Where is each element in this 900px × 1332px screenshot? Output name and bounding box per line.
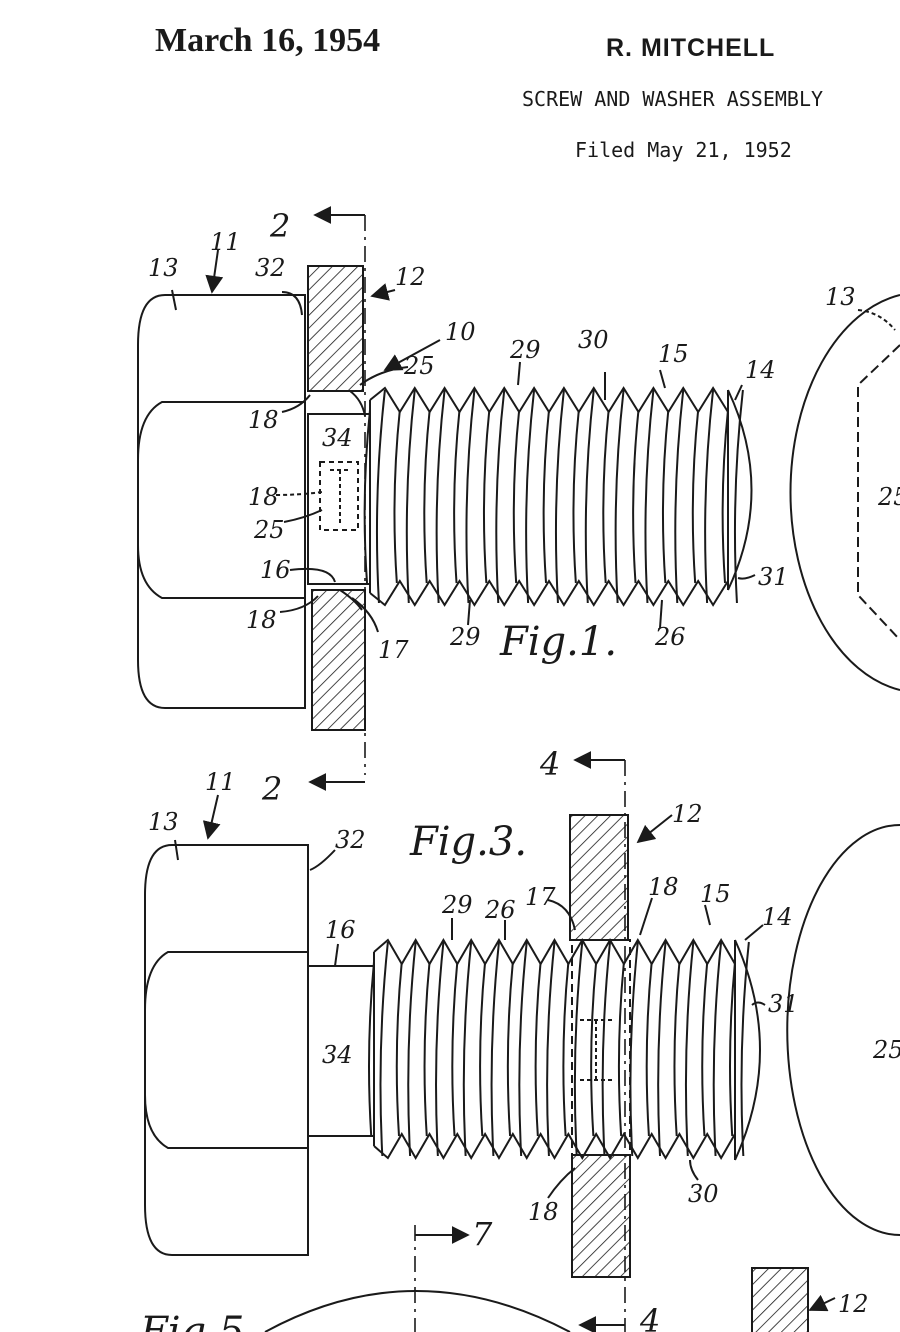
fig1-screw-tip bbox=[727, 389, 753, 591]
fig1-ref-15: 15 bbox=[658, 340, 689, 368]
fig3-ref-16: 16 bbox=[325, 916, 356, 944]
patent-date: March 16, 1954 bbox=[155, 22, 381, 59]
section-4-bottom: 4 bbox=[639, 1302, 660, 1332]
fig1-ref-30: 30 bbox=[578, 326, 609, 354]
fig3-screw-tip bbox=[734, 939, 761, 1161]
fig1-head-facet-lower bbox=[137, 544, 305, 599]
fig1-screw-head bbox=[137, 294, 306, 709]
side-ref-25-upper: 25 bbox=[877, 483, 900, 511]
inventor-name: R. MITCHELL bbox=[606, 34, 776, 62]
section-2-top: 2 bbox=[269, 207, 290, 245]
fig3-ref-32: 32 bbox=[335, 826, 366, 854]
fig3-ref-17: 17 bbox=[525, 883, 556, 911]
fig1-washer-lower bbox=[311, 589, 366, 731]
fig1-ref-18-lower: 18 bbox=[246, 606, 277, 634]
fig1-ref-17: 17 bbox=[378, 636, 409, 664]
fig1-ref-10: 10 bbox=[445, 318, 476, 346]
fig1-ref-18-middle: 18 bbox=[248, 483, 279, 511]
side-ref-25-lower: 25 bbox=[872, 1036, 900, 1064]
side-ref-12: 12 bbox=[838, 1290, 869, 1318]
fig1-washer-upper bbox=[307, 265, 364, 392]
fig1-ref-18-upper: 18 bbox=[248, 406, 279, 434]
fig3-ref-26: 26 bbox=[484, 896, 516, 924]
fig3-ref-13: 13 bbox=[148, 808, 179, 836]
fig1-hidden-tooth bbox=[319, 461, 359, 531]
patent-title: SCREW AND WASHER ASSEMBLY bbox=[522, 87, 824, 111]
figure-3-label: Fig.3. bbox=[409, 819, 527, 865]
fig1-ref-26: 26 bbox=[654, 623, 686, 651]
fig3-ref-31: 31 bbox=[768, 990, 799, 1018]
fig3-ref-30: 30 bbox=[688, 1180, 719, 1208]
fig3-ref-18-lower: 18 bbox=[528, 1198, 559, 1226]
section-2-bottom: 2 bbox=[261, 770, 282, 808]
fig3-ref-29: 29 bbox=[441, 891, 473, 919]
fig3-ref-15: 15 bbox=[700, 880, 731, 908]
fig3-ref-14: 14 bbox=[762, 903, 793, 931]
section-7: 7 bbox=[472, 1215, 493, 1253]
fig1-ref-25-middle: 25 bbox=[253, 516, 285, 544]
fig3-threads bbox=[368, 938, 750, 1160]
fig1-ref-11: 11 bbox=[210, 228, 241, 256]
side-ref-13: 13 bbox=[825, 283, 856, 311]
figure-5: 7 Fig.5 12 bbox=[139, 1215, 869, 1332]
figure-1-label: Fig.1. bbox=[499, 619, 617, 665]
filed-date: Filed May 21, 1952 bbox=[575, 138, 792, 162]
fig1-threads bbox=[363, 386, 744, 607]
fig3-washer-upper bbox=[569, 814, 629, 941]
side-view-fig2: 13 25 bbox=[789, 283, 900, 691]
figure-3: 4 4 11 13 32 12 16 29 26 17 18 15 14 31 … bbox=[144, 745, 799, 1332]
fig1-ref-16: 16 bbox=[260, 556, 291, 584]
figure-5-label: Fig.5 bbox=[139, 1309, 244, 1332]
fig1-ref-13: 13 bbox=[148, 254, 179, 282]
fig1-ref-34: 34 bbox=[322, 424, 353, 452]
fig1-ref-12: 12 bbox=[395, 263, 426, 291]
fig3-washer-lower bbox=[571, 1154, 631, 1278]
fig3-screw-head bbox=[144, 844, 309, 1256]
fig3-ref-18-upper: 18 bbox=[648, 873, 679, 901]
side-view-fig4: 25 bbox=[786, 824, 900, 1236]
fig1-ref-29-bottom: 29 bbox=[449, 623, 481, 651]
fig6-washer bbox=[751, 1267, 809, 1332]
section-4-top: 4 bbox=[539, 745, 560, 783]
fig1-ref-14: 14 bbox=[745, 356, 776, 384]
fig3-ref-12: 12 bbox=[672, 800, 703, 828]
fig1-head-facet-upper bbox=[137, 401, 305, 461]
fig1-ref-29-top: 29 bbox=[509, 336, 541, 364]
fig3-ref-34: 34 bbox=[322, 1041, 353, 1069]
fig3-ref-11: 11 bbox=[205, 768, 236, 796]
fig1-ref-25-top: 25 bbox=[403, 352, 435, 380]
fig1-ref-32: 32 bbox=[255, 254, 286, 282]
fig1-ref-31: 31 bbox=[758, 563, 789, 591]
figure-1: 2 2 13 11 32 12 10 25 29 30 15 14 18 34 … bbox=[137, 206, 789, 808]
